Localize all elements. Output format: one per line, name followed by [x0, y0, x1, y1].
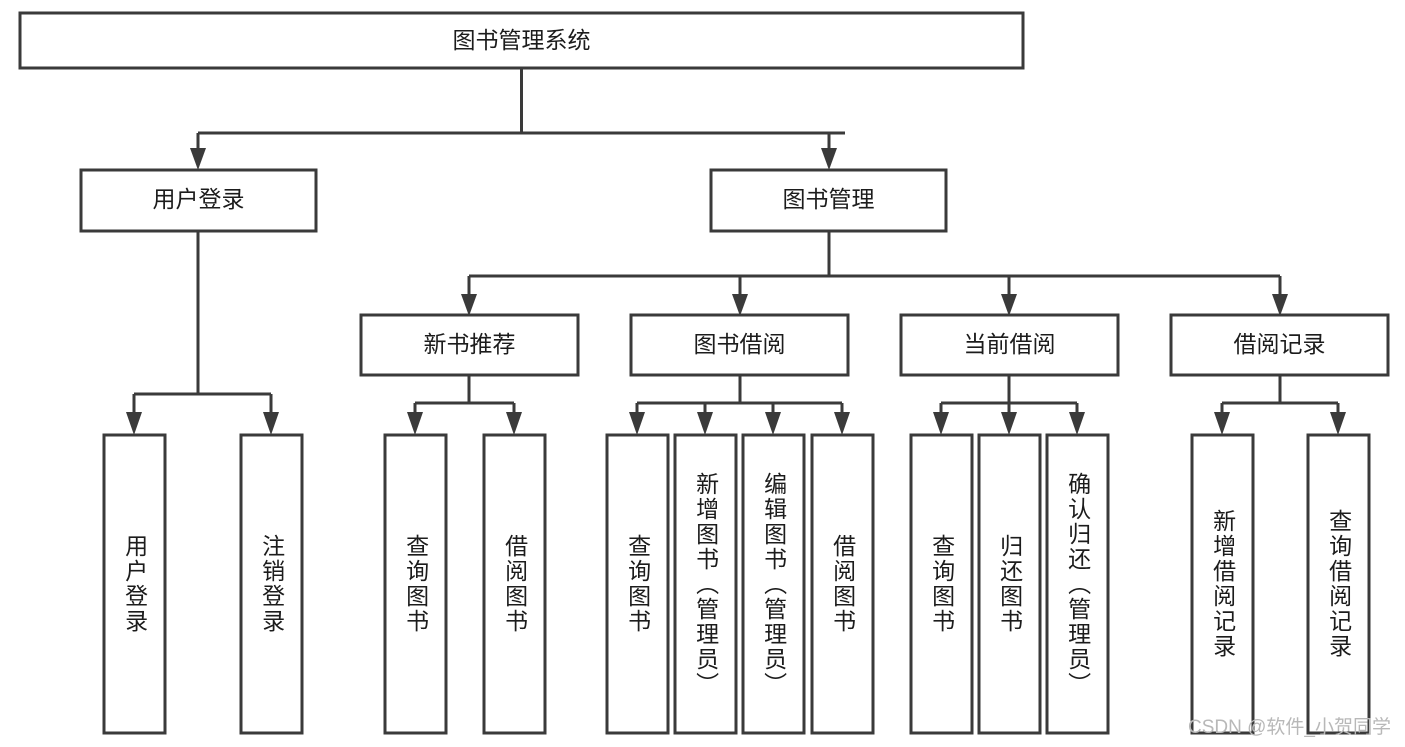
node-box-leaf-add-book[interactable]	[673, 433, 738, 735]
arrowhead-nb-leaf2	[506, 412, 522, 435]
arrowhead-cb-leaf1	[933, 412, 949, 435]
node-label-borrow-record: 借阅记录	[1234, 331, 1326, 357]
node-box-leaf-confirm-return[interactable]	[1045, 433, 1110, 735]
node-box-borrow-record[interactable]	[1169, 313, 1390, 377]
arrowhead-leaf-user-login	[126, 412, 142, 435]
arrowhead-bb-leaf4	[834, 412, 850, 435]
arrowhead-cb-leaf3	[1069, 412, 1085, 435]
arrowhead-book-mgmt	[821, 148, 837, 170]
node-box-book-borrow[interactable]	[629, 313, 850, 377]
arrowhead-bb-leaf1	[629, 412, 645, 435]
node-box-current-borrow[interactable]	[899, 313, 1120, 377]
arrowhead-borrow-record	[1272, 294, 1288, 316]
node-box-root[interactable]	[18, 11, 1025, 70]
arrowhead-user-login	[190, 148, 206, 170]
arrowhead-br-leaf1	[1214, 412, 1230, 435]
node-label-user-login: 用户登录	[153, 186, 245, 212]
arrowhead-current-borrow	[1001, 294, 1017, 316]
edge-group-borrowbook-to-leaves	[629, 375, 850, 435]
node-box-leaf-return-book[interactable]	[977, 433, 1042, 735]
node-box-new-book-recommend[interactable]	[359, 313, 580, 377]
arrowhead-bb-leaf2	[697, 412, 713, 435]
node-box-leaf-query-book-2[interactable]	[605, 433, 670, 735]
node-box-leaf-query-book-3[interactable]	[909, 433, 974, 735]
node-box-leaf-add-record[interactable]	[1190, 433, 1255, 735]
node-box-leaf-query-record[interactable]	[1306, 433, 1371, 735]
edge-group-bookmgmt-to-level3	[461, 231, 1288, 316]
node-label-root: 图书管理系统	[453, 27, 591, 53]
arrowhead-nb-leaf1	[407, 412, 423, 435]
edge-group-userlogin-to-leaves	[126, 231, 279, 435]
arrowhead-leaf-logout	[263, 412, 279, 435]
node-box-leaf-user-login[interactable]	[102, 433, 167, 735]
node-box-leaf-query-book-1[interactable]	[383, 433, 448, 735]
arrowhead-bb-leaf3	[765, 412, 781, 435]
node-box-leaf-edit-book[interactable]	[741, 433, 806, 735]
node-label-book-management: 图书管理	[783, 186, 875, 212]
node-label-new-book-recommend: 新书推荐	[424, 331, 516, 357]
edge-group-borrowrecord-to-leaves	[1214, 375, 1346, 435]
node-box-leaf-borrow-book-1[interactable]	[482, 433, 547, 735]
node-label-current-borrow: 当前借阅	[964, 331, 1056, 357]
arrowhead-borrow-book	[732, 294, 748, 316]
arrowhead-new-book	[461, 294, 477, 316]
node-box-user-login[interactable]	[79, 168, 318, 233]
edge-group-newbook-to-leaves	[407, 375, 522, 435]
node-box-book-management[interactable]	[709, 168, 948, 233]
arrowhead-br-leaf2	[1330, 412, 1346, 435]
node-label-book-borrow: 图书借阅	[694, 331, 786, 357]
arrowhead-cb-leaf2	[1001, 412, 1017, 435]
csdn-watermark: CSDN @软件_小贺同学	[1188, 717, 1391, 738]
edge-group-root-to-level2	[190, 68, 845, 170]
node-box-leaf-borrow-book-2[interactable]	[810, 433, 875, 735]
edge-group-currentborrow-to-leaves	[933, 375, 1085, 435]
node-box-leaf-logout[interactable]	[239, 433, 304, 735]
